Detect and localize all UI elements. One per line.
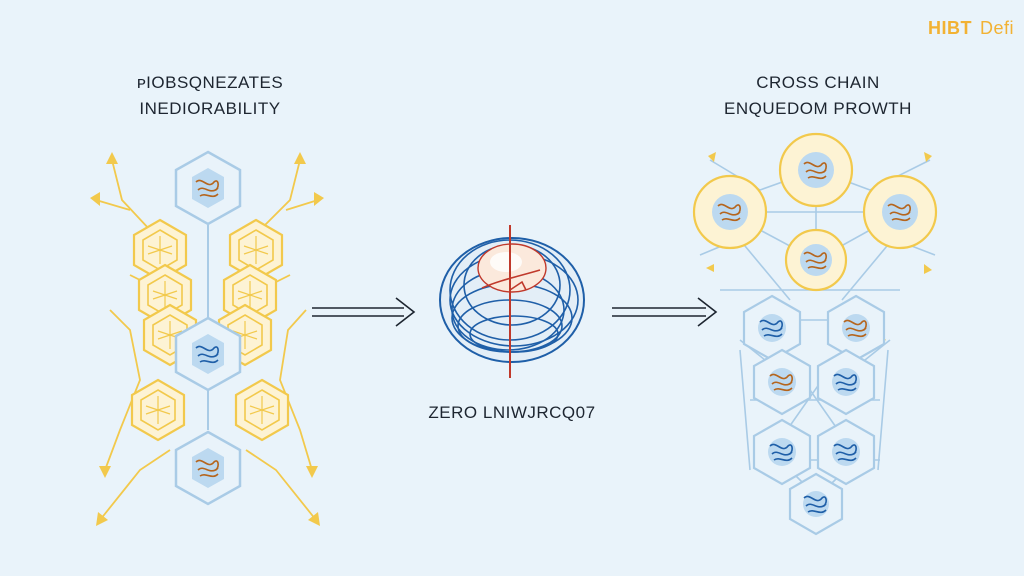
- left-arrow-heads: [90, 152, 324, 526]
- circle-node-icon: [862, 174, 938, 250]
- hexagon-node-icon: [174, 430, 242, 506]
- brand-secondary: Defi: [980, 18, 1015, 38]
- hexagon-node-icon: [742, 294, 802, 362]
- right-panel-title: CROSS CHAIN ENQUEDOM PROWTH: [700, 70, 936, 122]
- left-network: [90, 150, 324, 526]
- left-title-line-1: ᴘIOBSQNEZATES: [136, 73, 284, 92]
- right-network: [692, 132, 938, 536]
- right-title-line-1: CROSS CHAIN: [756, 73, 880, 92]
- left-title-line-2: INEDIORABILITY: [139, 99, 281, 118]
- hexagon-node-icon: [174, 150, 242, 226]
- circle-node-icon: [778, 132, 854, 208]
- right-title-line-2: ENQUEDOM PROWTH: [724, 99, 912, 118]
- hexagon-node-icon: [752, 418, 812, 486]
- hexagon-node-icon: [174, 316, 242, 392]
- brand-primary: HIBT: [928, 18, 972, 38]
- double-arrow-right-icon: [612, 297, 718, 327]
- coiled-rings-icon: [439, 225, 585, 378]
- circle-node-icon: [692, 174, 768, 250]
- double-arrow-right-icon: [312, 297, 416, 327]
- center-label: ZERO LNIWJRCQ07: [428, 403, 596, 422]
- hexagon-node-icon: [788, 472, 844, 536]
- hexagon-node-icon: [816, 418, 876, 486]
- hexagon-node-icon: [752, 348, 812, 416]
- brand-logo: HIBT Defi: [928, 18, 1014, 39]
- circle-node-icon: [784, 228, 848, 292]
- hexagon-node-icon: [826, 294, 886, 362]
- hexagon-node-icon: [816, 348, 876, 416]
- left-panel-title: ᴘIOBSQNEZATES INEDIORABILITY: [110, 70, 310, 122]
